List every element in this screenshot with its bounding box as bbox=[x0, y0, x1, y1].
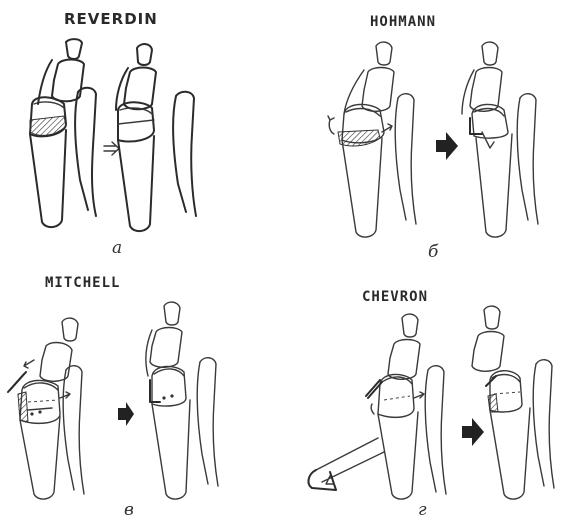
hohmann-arrow bbox=[436, 132, 458, 160]
mitchell-arrow bbox=[118, 402, 134, 426]
chevron-arrow bbox=[462, 418, 484, 446]
chevron-after bbox=[472, 306, 554, 499]
panel-a-title: REVERDIN bbox=[64, 10, 158, 28]
hohmann-after bbox=[462, 42, 538, 237]
panel-b-title: HOHMANN bbox=[370, 14, 436, 30]
reverdin-arrow bbox=[104, 142, 119, 155]
panel-c-caption: в bbox=[124, 500, 134, 520]
panel-c-title: MITCHELL bbox=[45, 275, 120, 291]
panel-b-caption: б bbox=[428, 242, 438, 262]
panel-d-title: CHEVRON bbox=[362, 289, 428, 305]
chevron-before bbox=[309, 314, 446, 499]
mitchell-before bbox=[8, 318, 84, 499]
reverdin-after bbox=[116, 44, 196, 231]
mitchell-after bbox=[146, 302, 218, 499]
reverdin-before bbox=[30, 39, 96, 227]
panel-a-caption: а bbox=[112, 238, 122, 258]
hohmann-before bbox=[328, 42, 416, 237]
panel-d-caption: г bbox=[418, 500, 427, 520]
